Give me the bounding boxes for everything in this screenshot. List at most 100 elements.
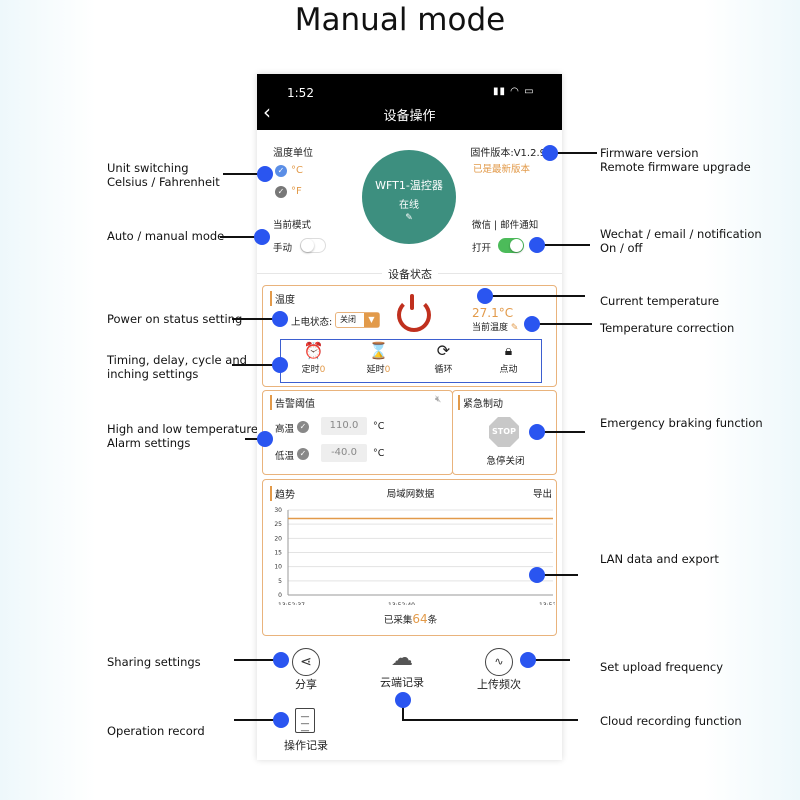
notify-toggle[interactable] <box>498 238 524 253</box>
cloud-record-button[interactable]: ☁云端记录 <box>380 646 424 689</box>
cycle-icon: ⟳ <box>436 341 451 360</box>
lan-title: 局域网数据 <box>386 489 435 500</box>
annotation-dot <box>542 145 558 161</box>
upload-frequency-button[interactable]: ∿上传频次 <box>464 648 534 692</box>
tempcorr-annotation: Temperature correction <box>600 321 735 335</box>
back-arrow-icon[interactable]: ‹ <box>263 100 271 124</box>
connector-line <box>234 659 281 661</box>
timer-button[interactable]: ⏰定时0 <box>281 340 346 382</box>
share-icon: ⋖ <box>292 648 320 676</box>
current-temperature: 27.1°C <box>472 306 514 320</box>
timer-group: ⏰定时0 ⌛延时0 ⟳循环 🔒︎点动 <box>280 339 542 383</box>
celsius-option[interactable]: °C <box>291 165 303 176</box>
low-check-icon[interactable]: ✓ <box>297 448 309 460</box>
collected-count: 已采集64条 <box>383 612 438 626</box>
annotation-dot <box>272 311 288 327</box>
connector-line <box>537 574 578 576</box>
firmware-version: 固件版本:V1.2.9 <box>470 148 546 159</box>
x-tick-label: 13:52:4 <box>539 602 555 605</box>
connector-line <box>537 244 590 246</box>
annotation-dot <box>524 316 540 332</box>
connector-line <box>232 364 280 366</box>
alarm-panel: 告警阈值 🔇︎ 高温 ✓ 110.0 °C 低温 ✓ -40.0 °C <box>262 390 453 475</box>
cycle-button[interactable]: ⟳循环 <box>411 340 476 382</box>
power-icon[interactable] <box>397 294 431 332</box>
annotation-dot <box>529 237 545 253</box>
notify-label: 微信 | 邮件通知 <box>472 220 539 231</box>
temperature-panel: 温度 上电状态: 关闭▼ 27.1°C 当前温度 ✎ ⏰定时0 ⌛延时0 ⟳循环… <box>262 285 557 387</box>
estop-label: 急停关闭 <box>486 456 525 467</box>
celsius-check-icon[interactable]: ✓ <box>275 165 287 177</box>
stop-icon[interactable]: STOP <box>489 417 519 447</box>
temp-section-title: 温度 <box>270 291 295 306</box>
estop-annotation: Emergency braking function <box>600 416 763 430</box>
delay-button[interactable]: ⌛延时0 <box>346 340 411 382</box>
connector-line <box>232 318 280 320</box>
y-tick-label: 15 <box>274 550 282 557</box>
connector-line <box>234 719 281 721</box>
annotation-dot <box>257 166 273 182</box>
inching-button[interactable]: 🔒︎点动 <box>476 340 541 382</box>
y-tick-label: 25 <box>274 521 282 528</box>
mode-annotation: Auto / manual mode <box>107 229 225 243</box>
high-check-icon[interactable]: ✓ <box>297 421 309 433</box>
low-temp-input[interactable]: -40.0 <box>321 444 367 462</box>
mode-label: 当前模式 <box>273 220 312 231</box>
header-title: 设备操作 <box>383 109 436 124</box>
y-tick-label: 0 <box>278 592 282 599</box>
power-state-select[interactable]: 关闭▼ <box>335 312 380 328</box>
unit-label: 温度单位 <box>273 148 313 159</box>
current-temp-label: 当前温度 ✎ <box>472 323 519 333</box>
device-status: 在线 <box>399 200 419 211</box>
alarm-clock-icon: ⏰ <box>303 341 324 360</box>
export-button[interactable]: 导出 <box>532 489 552 500</box>
trend-panel: 趋势 局域网数据 导出 05101520253013:52:3713:52:40… <box>262 479 557 636</box>
annotation-dot <box>273 652 289 668</box>
firmware-status[interactable]: 已是最新版本 <box>473 164 531 175</box>
annotation-dot <box>257 431 273 447</box>
connector-line <box>485 295 585 297</box>
connector-line <box>550 152 597 154</box>
alarm-title: 告警阈值 <box>270 395 315 410</box>
curtemp-annotation: Current temperature <box>600 294 720 308</box>
operation-record-button[interactable]: ———操作记录 <box>271 708 341 753</box>
waveform-icon: ∿ <box>485 648 513 676</box>
y-tick-label: 20 <box>274 535 282 542</box>
fahrenheit-check-icon[interactable]: ✓ <box>275 186 287 198</box>
trend-chart: 05101520253013:52:3713:52:4013:52:4 <box>274 507 555 605</box>
edit-icon[interactable]: ✎ <box>405 213 413 223</box>
x-tick-label: 13:52:37 <box>278 602 305 605</box>
device-circle[interactable]: WFT1-温控器 在线 ✎ <box>362 150 456 244</box>
clock: 1:52 <box>287 86 314 100</box>
phone-screen: 1:52 ▮▮ ◠ ▭ ‹ 设备操作 温度单位 ✓ °C ✓ °F WFT1-温… <box>257 74 562 760</box>
pencil-icon[interactable]: ✎ <box>510 323 519 333</box>
mute-icon[interactable]: 🔇︎ <box>435 394 442 405</box>
connector-line <box>223 173 265 175</box>
signal-wifi-battery-icon: ▮▮ ◠ ▭ <box>493 86 535 97</box>
share-button[interactable]: ⋖分享 <box>271 648 341 692</box>
y-tick-label: 10 <box>274 564 282 571</box>
high-temp-input[interactable]: 110.0 <box>321 417 367 435</box>
manual-mode-toggle[interactable] <box>300 238 326 253</box>
connector-line <box>402 719 578 721</box>
page-title: Manual mode <box>294 2 506 38</box>
annotation-dot <box>477 288 493 304</box>
x-tick-label: 13:52:40 <box>388 602 415 605</box>
hourglass-icon: ⌛ <box>368 341 389 360</box>
connector-line <box>402 700 404 720</box>
share-annotation: Sharing settings <box>107 655 201 669</box>
low-label: 低温 <box>275 451 295 462</box>
power-state-label: 上电状态: <box>291 317 333 328</box>
connector-line <box>528 659 570 661</box>
annotation-dot <box>529 567 545 583</box>
y-tick-label: 5 <box>278 578 282 585</box>
upload-annotation: Set upload frequency <box>600 660 724 674</box>
annotation-dot <box>395 692 411 708</box>
document-icon: ——— <box>295 708 315 736</box>
power-annotation: Power on status setting <box>107 312 243 326</box>
fahrenheit-option[interactable]: °F <box>291 186 302 197</box>
